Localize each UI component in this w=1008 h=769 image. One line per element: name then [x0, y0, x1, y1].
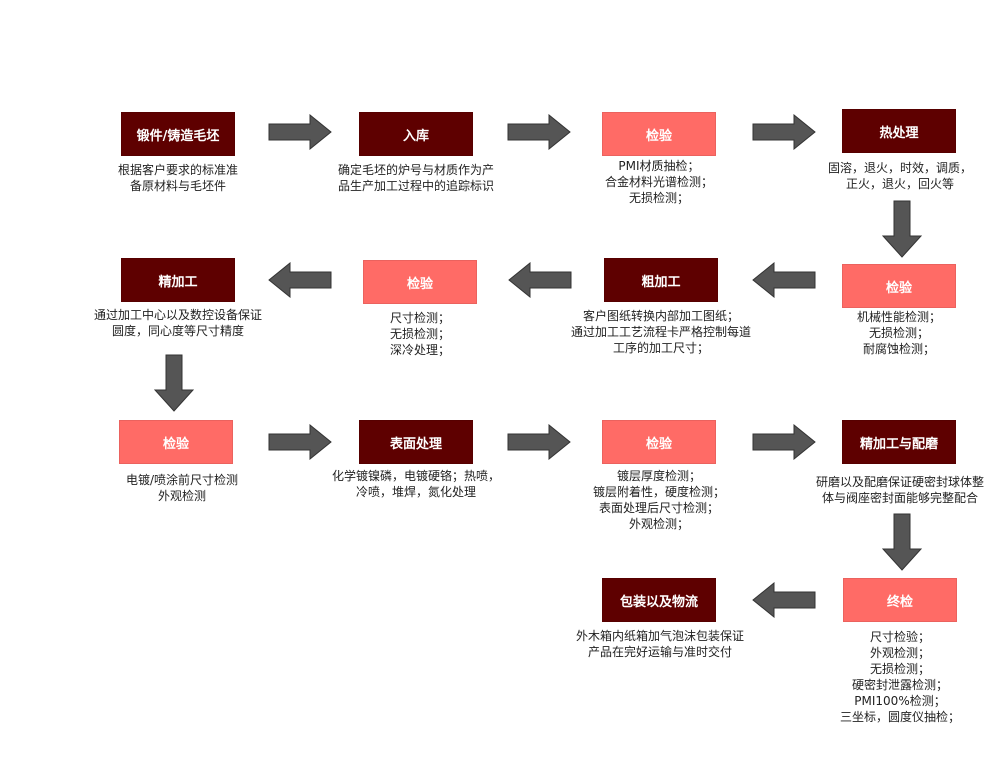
arrow-right-icon: [752, 424, 816, 460]
arrow-left-icon: [508, 262, 572, 298]
step-final-label: 终检: [886, 594, 913, 610]
arrow-left-icon: [268, 262, 332, 298]
arrow-down-icon: [882, 200, 922, 258]
step-finish-label: 精加工: [158, 274, 198, 290]
step-finishfit-box: 精加工与配磨: [842, 420, 956, 464]
step-inspect3-box: 检验: [363, 260, 477, 304]
arrow-left-icon: [752, 262, 816, 298]
step-inspect5-desc: 镀层厚度检测； 镀层附着性，硬度检测； 表面处理后尺寸检测； 外观检测；: [592, 469, 725, 531]
step-finishfit-desc: 研磨以及配磨保证硬密封球体整 体与阀座密封面能够完整配合: [815, 475, 984, 505]
step-pack-label: 包装以及物流: [619, 594, 698, 610]
step-inspect1-label: 检验: [645, 128, 672, 144]
step-final-desc: 尺寸检验； 外观检测； 无损检测； 硬密封泄露检测； PMI100%检测； 三坐…: [839, 630, 960, 724]
step-surface-box: 表面处理: [359, 420, 473, 464]
step-inspect5-box: 检验: [602, 420, 716, 464]
step-inspect2-box: 检验: [842, 264, 956, 308]
step-rough-box: 粗加工: [604, 258, 718, 302]
step-inspect4-box: 检验: [119, 420, 233, 464]
arrow-down-icon: [154, 354, 194, 412]
step-storage-label: 入库: [402, 128, 429, 144]
step-finish-desc: 通过加工中心以及数控设备保证 圆度，同心度等尺寸精度: [93, 308, 262, 338]
step-forging-box: 锻件/铸造毛坯: [121, 112, 235, 156]
step-inspect1-desc: PMI材质抽检； 合金材料光谱检测； 无损检测；: [604, 159, 713, 205]
step-forging-desc: 根据客户要求的标准准 备原材料与毛坯件: [117, 163, 238, 193]
step-inspect2-desc: 机械性能检测； 无损检测； 耐腐蚀检测；: [856, 310, 941, 356]
step-inspect4-label: 检验: [162, 436, 189, 452]
step-inspect5-label: 检验: [645, 436, 672, 452]
step-storage-desc: 确定毛坯的炉号与材质作为产 品生产加工过程中的追踪标识: [337, 163, 494, 193]
step-rough-label: 粗加工: [641, 274, 681, 290]
step-inspect1-box: 检验: [602, 112, 716, 156]
arrow-left-icon: [752, 582, 816, 618]
step-inspect2-label: 检验: [885, 280, 912, 296]
step-rough-desc: 客户图纸转换内部加工图纸； 通过加工工艺流程卡严格控制每道 工序的加工尺寸；: [570, 309, 751, 355]
arrow-right-icon: [507, 114, 571, 150]
step-heat-box: 热处理: [842, 109, 956, 153]
step-pack-box: 包装以及物流: [602, 578, 716, 622]
step-surface-label: 表面处理: [389, 436, 442, 452]
arrow-right-icon: [268, 424, 332, 460]
arrow-right-icon: [268, 114, 332, 150]
step-finish-box: 精加工: [121, 258, 235, 302]
step-inspect3-desc: 尺寸检测； 无损检测； 深冷处理；: [389, 311, 450, 357]
step-heat-label: 热处理: [879, 125, 919, 141]
step-forging-label: 锻件/铸造毛坯: [136, 128, 220, 144]
step-pack-desc: 外木箱内纸箱加气泡沫包装保证 产品在完好运输与准时交付: [575, 629, 744, 659]
step-heat-desc: 固溶，退火，时效，调质， 正火，退火，回火等: [827, 161, 972, 191]
arrow-down-icon: [882, 513, 922, 571]
step-surface-desc: 化学镀镍磷，电镀硬铬；热喷， 冷喷，堆焊，氮化处理: [331, 469, 500, 499]
arrow-right-icon: [752, 114, 816, 150]
step-inspect3-label: 检验: [406, 276, 433, 292]
arrow-right-icon: [507, 424, 571, 460]
step-final-box: 终检: [843, 578, 957, 622]
step-storage-box: 入库: [359, 112, 473, 156]
step-inspect4-desc: 电镀/喷涂前尺寸检测 外观检测: [125, 473, 239, 503]
step-finishfit-label: 精加工与配磨: [859, 436, 938, 452]
